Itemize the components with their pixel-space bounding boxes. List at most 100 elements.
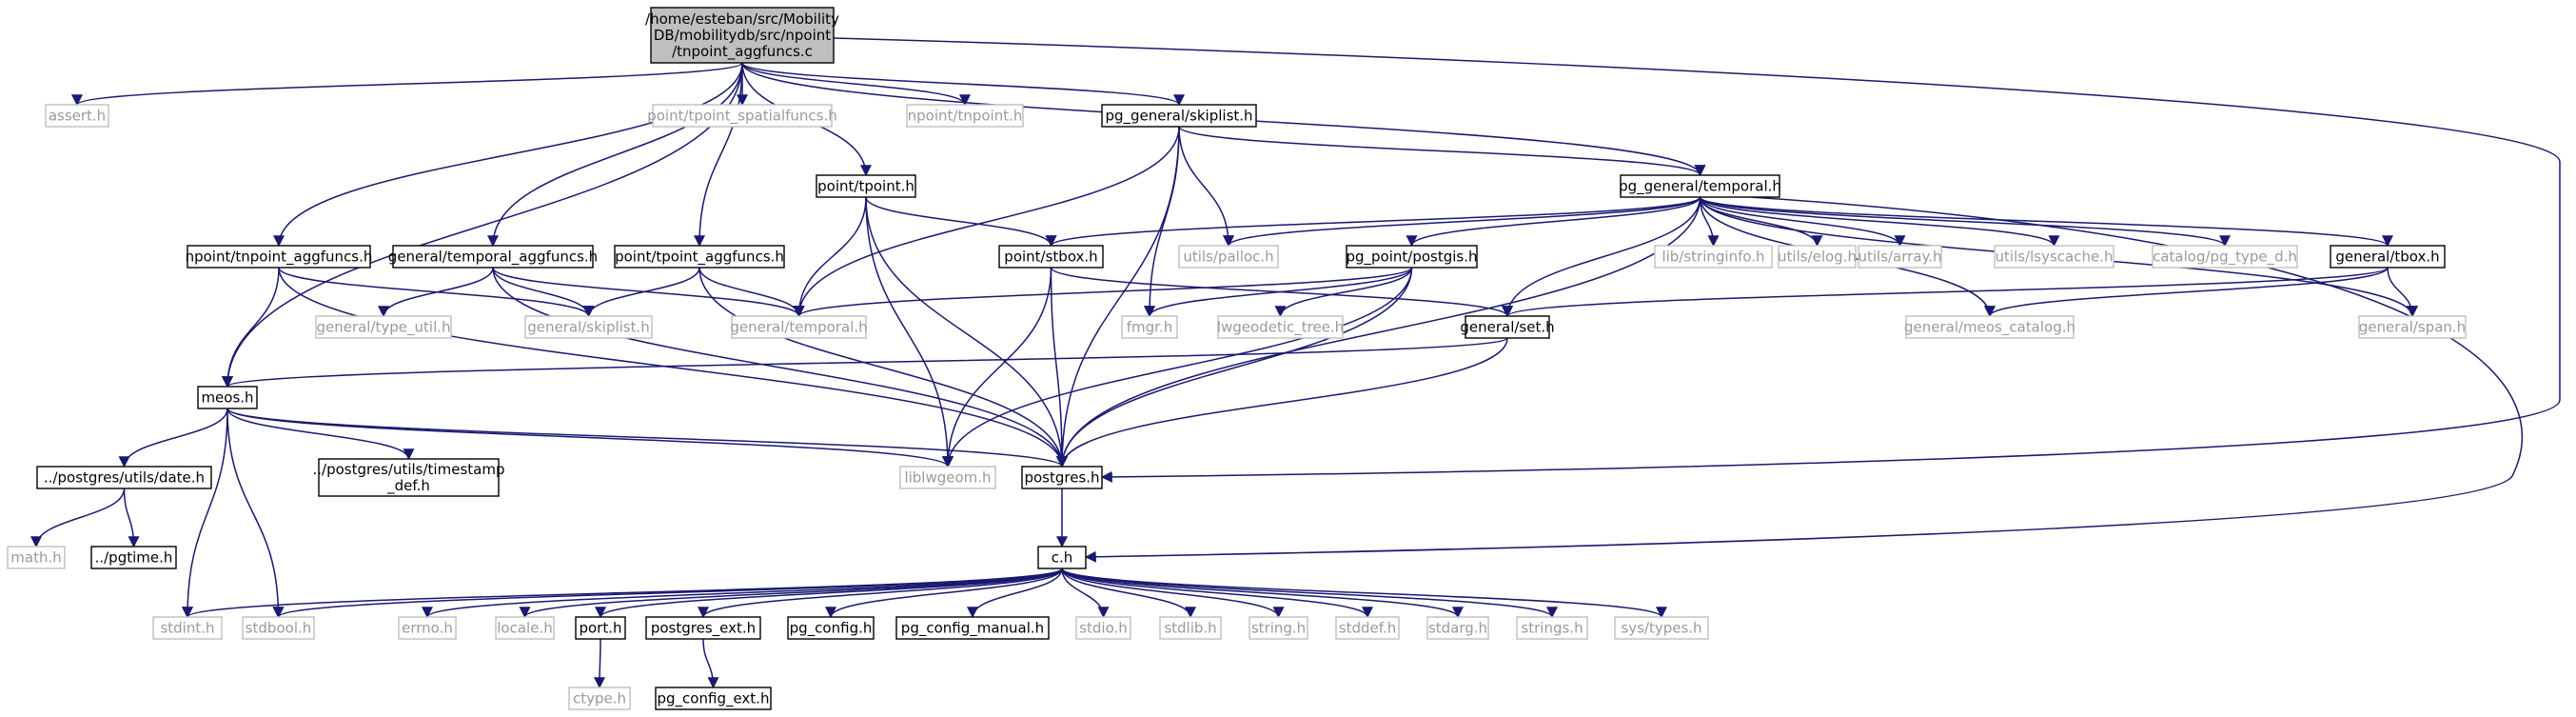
node-box bbox=[197, 386, 258, 409]
node-label: catalog/pg_type_d.h bbox=[2153, 249, 2297, 267]
node-box bbox=[731, 315, 867, 339]
node-strings[interactable]: strings.h bbox=[1516, 616, 1588, 640]
node-lib-stringinfo[interactable]: lib/stringinfo.h bbox=[1654, 245, 1773, 269]
node-label: stdbool.h bbox=[246, 620, 312, 637]
edge-meos-to-postgres bbox=[226, 408, 1068, 468]
node-general-type-util[interactable]: general/type_util.h bbox=[315, 315, 452, 339]
node-ctype[interactable]: ctype.h bbox=[568, 687, 631, 710]
node-pg-temporal[interactable]: pg_general/temporal.h bbox=[1619, 174, 1781, 198]
node-point-tpoint[interactable]: point/tpoint.h bbox=[816, 174, 916, 198]
node-utils-elog[interactable]: utils/elog.h bbox=[1778, 245, 1857, 269]
node-general-set[interactable]: general/set.h bbox=[1460, 315, 1555, 339]
node-pg-point-postgis[interactable]: pg_point/postgis.h bbox=[1346, 245, 1478, 269]
node-postgres-ext[interactable]: postgres_ext.h bbox=[645, 616, 761, 640]
edge-point-stbox-to-postgres bbox=[1050, 267, 1068, 468]
node-meos[interactable]: meos.h bbox=[197, 386, 258, 409]
node-label: general/type_util.h bbox=[316, 319, 450, 337]
node-point-stbox[interactable]: point/stbox.h bbox=[998, 245, 1104, 269]
edge-point-tpoint-aggfuncs-to-general-skiplist bbox=[582, 267, 700, 318]
node-label: utils/elog.h bbox=[1778, 249, 1857, 266]
node-label: utils/array.h bbox=[1858, 249, 1941, 266]
node-liblwgeom[interactable]: liblwgeom.h bbox=[899, 466, 996, 489]
node-point-tpoint-aggfuncs[interactable]: point/tpoint_aggfuncs.h bbox=[614, 245, 785, 269]
edge-pg-temporal-to-utils-palloc bbox=[1223, 196, 1701, 248]
edge-root-to-postgres bbox=[833, 37, 2561, 483]
node-general-temporal-aggfuncs[interactable]: general/temporal_aggfuncs.h bbox=[388, 245, 598, 269]
node-utils-palloc[interactable]: utils/palloc.h bbox=[1178, 245, 1279, 269]
node-box bbox=[895, 616, 1050, 640]
node-assert[interactable]: assert.h bbox=[45, 104, 109, 128]
node-errno[interactable]: errno.h bbox=[398, 616, 457, 640]
edge-general-temporal-aggfuncs-to-general-skiplist bbox=[492, 267, 595, 318]
node-box bbox=[655, 687, 772, 710]
node-catalog-pg-type-d[interactable]: catalog/pg_type_d.h bbox=[2152, 245, 2298, 269]
node-pg-config-manual[interactable]: pg_config_manual.h bbox=[895, 616, 1050, 640]
node-stdio[interactable]: stdio.h bbox=[1075, 616, 1131, 640]
node-box bbox=[398, 616, 457, 640]
node-label: fmgr.h bbox=[1127, 319, 1172, 336]
node-stdlib[interactable]: stdlib.h bbox=[1159, 616, 1222, 640]
node-general-tbox[interactable]: general/tbox.h bbox=[2330, 245, 2446, 269]
node-label: port.h bbox=[579, 620, 621, 637]
node-stdint[interactable]: stdint.h bbox=[152, 616, 223, 640]
node-root[interactable]: /home/esteban/src/MobilityDB/mobilitydb/… bbox=[645, 7, 839, 64]
node-pg-config[interactable]: pg_config.h bbox=[787, 616, 875, 640]
node-label: stdlib.h bbox=[1164, 620, 1216, 637]
node-label: math.h bbox=[10, 549, 61, 567]
node-label: meos.h bbox=[201, 389, 253, 407]
node-npoint-aggfuncs[interactable]: npoint/tnpoint_aggfuncs.h bbox=[186, 245, 373, 269]
edge-general-temporal-aggfuncs-to-general-type-util bbox=[378, 267, 494, 318]
edge-c-h-to-stddef bbox=[1061, 568, 1373, 619]
node-general-temporal[interactable]: general/temporal.h bbox=[730, 315, 868, 339]
node-pgtime[interactable]: ../pgtime.h bbox=[90, 546, 177, 569]
node-label: pg_general/skiplist.h bbox=[1105, 108, 1252, 126]
node-postgres[interactable]: postgres.h bbox=[1021, 466, 1103, 489]
node-utils-array[interactable]: utils/array.h bbox=[1858, 245, 1942, 269]
node-locale[interactable]: locale.h bbox=[495, 616, 555, 640]
node-lwgeodetic-tree[interactable]: lwgeodetic_tree.h bbox=[1217, 315, 1344, 339]
node-pg-utils-date[interactable]: ../postgres/utils/date.h bbox=[36, 466, 212, 489]
node-tpoint-spatialfuncs[interactable]: point/tpoint_spatialfuncs.h bbox=[647, 104, 837, 128]
edge-pg-temporal-to-general-tbox bbox=[1699, 196, 2393, 248]
node-box bbox=[1249, 616, 1308, 640]
node-sys-types[interactable]: sys/types.h bbox=[1614, 616, 1709, 640]
node-box bbox=[187, 245, 371, 269]
node-box bbox=[1037, 546, 1087, 569]
node-label: general/skiplist.h bbox=[527, 319, 650, 336]
node-c-h[interactable]: c.h bbox=[1037, 546, 1087, 569]
node-box bbox=[1178, 245, 1279, 269]
node-label: _def.h bbox=[386, 477, 430, 495]
node-math[interactable]: math.h bbox=[7, 546, 66, 569]
node-string[interactable]: string.h bbox=[1249, 616, 1308, 640]
node-utils-lsyscache[interactable]: utils/lsyscache.h bbox=[1994, 245, 2114, 269]
node-stddef[interactable]: stddef.h bbox=[1335, 616, 1400, 640]
edge-meos-to-stdint bbox=[182, 408, 228, 619]
edge-c-h-to-locale bbox=[519, 568, 1063, 619]
node-pg-utils-timestamp-def[interactable]: ../postgres/utils/timestamp_def.h bbox=[313, 458, 505, 497]
edge-meos-to-pg-utils-timestamp-def bbox=[226, 408, 415, 461]
node-pg-config-ext[interactable]: pg_config_ext.h bbox=[655, 687, 772, 710]
node-stdbool[interactable]: stdbool.h bbox=[242, 616, 315, 640]
node-label: pg_config_manual.h bbox=[901, 620, 1044, 638]
edge-point-tpoint-to-postgres bbox=[865, 196, 1068, 468]
node-general-skiplist[interactable]: general/skiplist.h bbox=[524, 315, 653, 339]
node-pg-skiplist[interactable]: pg_general/skiplist.h bbox=[1101, 104, 1257, 128]
node-box bbox=[787, 616, 875, 640]
node-stdarg[interactable]: stdarg.h bbox=[1426, 616, 1489, 640]
node-general-span[interactable]: general/span.h bbox=[2358, 315, 2467, 339]
edge-root-to-general-temporal-aggfuncs bbox=[487, 62, 743, 248]
node-fmgr[interactable]: fmgr.h bbox=[1121, 315, 1178, 339]
node-port[interactable]: port.h bbox=[575, 616, 626, 640]
edge-c-h-to-stdarg bbox=[1061, 568, 1464, 619]
node-label: utils/palloc.h bbox=[1183, 249, 1273, 266]
node-general-meos-catalog[interactable]: general/meos_catalog.h bbox=[1904, 315, 2075, 339]
node-label: pg_config_ext.h bbox=[658, 690, 770, 708]
edge-pg-temporal-to-catalog-pg-type-d bbox=[1699, 196, 2231, 248]
node-box bbox=[614, 245, 785, 269]
edge-c-h-to-pg-config bbox=[825, 568, 1063, 619]
edge-c-h-to-pg-config-manual bbox=[967, 568, 1063, 619]
node-box bbox=[1778, 245, 1857, 269]
node-label: point/tpoint_spatialfuncs.h bbox=[647, 108, 837, 126]
node-npoint-tnpoint[interactable]: npoint/tnpoint.h bbox=[906, 104, 1024, 128]
